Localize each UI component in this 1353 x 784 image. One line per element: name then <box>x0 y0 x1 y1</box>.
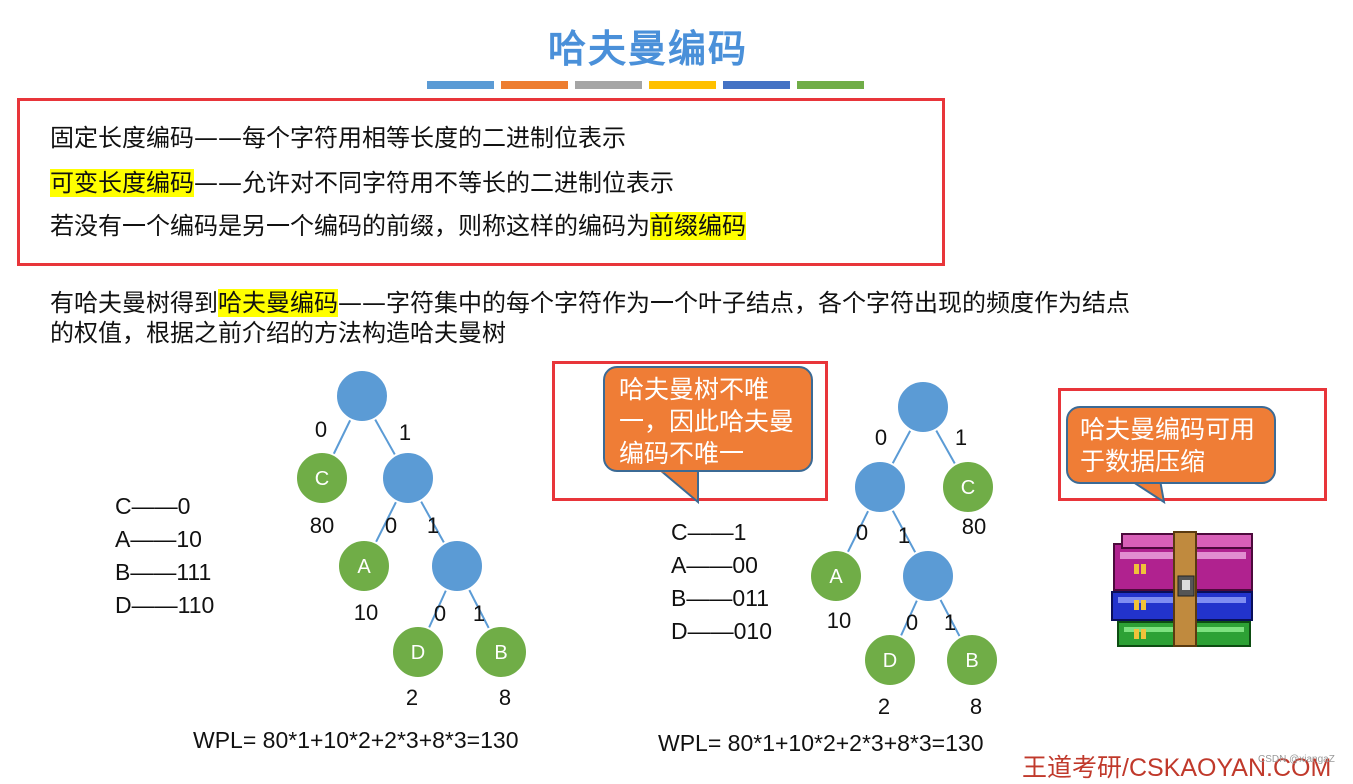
edge-label: 0 <box>906 610 918 635</box>
code-entry: C——0 <box>115 493 191 519</box>
internal-node <box>381 451 435 505</box>
internal-node <box>901 549 955 603</box>
leaf-label: C <box>315 468 329 490</box>
definitions-box <box>17 98 945 266</box>
code-entry: C——1 <box>671 519 747 545</box>
callout-2-tail <box>1128 480 1166 505</box>
leaf-node <box>295 451 349 505</box>
leaf-label: D <box>411 642 425 664</box>
internal-node <box>853 460 907 514</box>
definition-variable-length: 可变长度编码——允许对不同字符用不等长的二进制位表示 <box>50 163 674 198</box>
callout-box-2 <box>1058 388 1327 501</box>
term-prefix-code: 前缀编码 <box>650 212 746 240</box>
tree2-wpl: WPL= 80*1+10*2+2*3+8*3=130 <box>658 730 984 756</box>
tree1-wpl: WPL= 80*1+10*2+2*3+8*3=130 <box>193 727 519 753</box>
leaf-node <box>941 460 995 514</box>
weight-label: 8 <box>970 694 982 719</box>
edge-label: 0 <box>315 417 327 442</box>
color-bar <box>649 81 716 89</box>
edge-label: 1 <box>427 513 439 538</box>
internal-node <box>335 369 389 423</box>
leaf-label: A <box>829 566 843 588</box>
edge-label: 0 <box>385 513 397 538</box>
callout-huffman-not-unique: 哈夫曼树不唯一，因此哈夫曼编码不唯一 <box>603 366 813 472</box>
weight-label: 2 <box>406 685 418 710</box>
callout-data-compression: 哈夫曼编码可用于数据压缩 <box>1066 406 1276 484</box>
leaf-label: D <box>883 650 897 672</box>
definition-prefix-code: 若没有一个编码是另一个编码的前缀，则称这样的编码为前缀编码 <box>50 206 746 241</box>
definition-text: ——允许对不同字符用不等长的二进制位表示 <box>194 169 674 197</box>
leaf-node <box>863 633 917 687</box>
tree1-code-list: C——0 A——10 B——111 D——110 <box>115 490 214 622</box>
weight-label: 10 <box>354 600 378 625</box>
weight-label: 8 <box>499 685 511 710</box>
term-fixed-length: 固定长度编码 <box>50 124 194 152</box>
edge-label: 0 <box>434 601 446 626</box>
definition-fixed-length: 固定长度编码——每个字符用相等长度的二进制位表示 <box>50 118 626 153</box>
huffman-paragraph-line1: 有哈夫曼树得到哈夫曼编码——字符集中的每个字符作为一个叶子结点，各个字符出现的频… <box>50 283 1130 318</box>
weight-label: 10 <box>827 608 851 633</box>
watermark: CSDN @xiangaZ <box>1258 754 1335 765</box>
color-bar <box>575 81 642 89</box>
edge-label: 1 <box>473 601 485 626</box>
code-entry: A——00 <box>671 552 758 578</box>
leaf-label: C <box>961 477 975 499</box>
callout-box-1 <box>552 361 828 501</box>
leaf-node <box>945 633 999 687</box>
edge-label: 0 <box>875 425 887 450</box>
internal-node <box>430 539 484 593</box>
edge-label: 1 <box>955 425 967 450</box>
color-bar <box>797 81 864 89</box>
tree2-code-list: C——1 A——00 B——011 D——010 <box>671 516 772 648</box>
huffman-paragraph-line2: 的权值，根据之前介绍的方法构造哈夫曼树 <box>50 319 506 347</box>
page-title: 哈夫曼编码 <box>547 27 748 71</box>
paragraph-text: ——字符集中的每个字符作为一个叶子结点，各个字符出现的频度作为结点 <box>338 289 1130 317</box>
weight-label: 80 <box>962 514 986 539</box>
leaf-label: B <box>965 650 978 672</box>
paragraph-text: 有哈夫曼树得到 <box>50 289 218 317</box>
weight-label: 80 <box>310 513 334 538</box>
definition-text: ——每个字符用相等长度的二进制位表示 <box>194 124 626 152</box>
term-variable-length: 可变长度编码 <box>50 169 194 197</box>
edge-label: 0 <box>856 520 868 545</box>
leaf-label: A <box>357 556 371 578</box>
code-entry: B——011 <box>671 585 770 611</box>
edge-label: 1 <box>898 523 910 548</box>
edge-label: 1 <box>399 420 411 445</box>
color-bar-strip <box>427 81 864 89</box>
leaf-node <box>474 625 528 679</box>
code-entry: A——10 <box>115 526 202 552</box>
leaf-node <box>391 625 445 679</box>
winrar-books-icon <box>1111 531 1253 647</box>
color-bar <box>427 81 494 89</box>
leaf-node <box>809 549 863 603</box>
edge-label: 1 <box>944 610 956 635</box>
code-entry: D——110 <box>115 592 215 618</box>
definition-text: 若没有一个编码是另一个编码的前缀，则称这样的编码为 <box>50 212 650 240</box>
weight-label: 2 <box>878 694 890 719</box>
leaf-node <box>337 539 391 593</box>
internal-node <box>896 380 950 434</box>
term-huffman-code: 哈夫曼编码 <box>218 289 338 317</box>
leaf-label: B <box>494 642 507 664</box>
color-bar <box>501 81 568 89</box>
color-bar <box>723 81 790 89</box>
code-entry: B——111 <box>115 559 212 585</box>
code-entry: D——010 <box>671 618 772 644</box>
